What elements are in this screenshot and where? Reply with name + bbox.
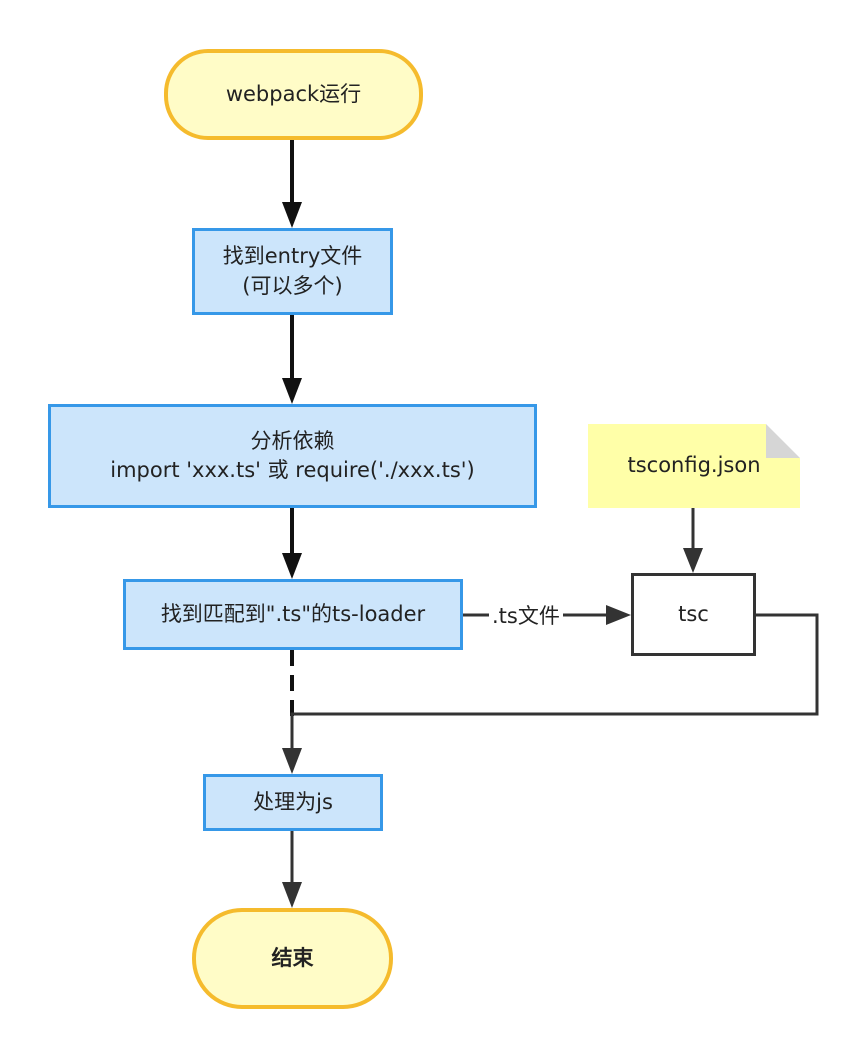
end-label: 结束: [271, 945, 314, 970]
arrowhead-tsconfig-to-tsc: [683, 548, 703, 573]
tsconfig-note: tsconfig.json: [588, 424, 800, 508]
ts-files-edge-label: .ts文件: [489, 604, 563, 629]
analyze-deps-line2: import 'xxx.ts' 或 require('./xxx.ts'): [110, 458, 475, 482]
analyze-deps-node: 分析依赖 import 'xxx.ts' 或 require('./xxx.ts…: [48, 404, 537, 508]
find-entry-node: 找到entry文件 (可以多个): [192, 228, 393, 315]
note-fold-corner: [766, 424, 800, 458]
tsconfig-label: tsconfig.json: [627, 453, 761, 478]
start-node: webpack运行: [164, 49, 423, 140]
route-tsc-to-js: [290, 613, 819, 758]
find-entry-line2: (可以多个): [242, 273, 343, 298]
tsc-label: tsc: [678, 601, 709, 626]
to-js-node: 处理为js: [203, 774, 383, 831]
match-loader-node: 找到匹配到".ts"的ts-loader: [123, 579, 463, 650]
arrowhead-entry-to-analyze: [282, 378, 302, 404]
match-loader-label: 找到匹配到".ts"的ts-loader: [160, 601, 426, 626]
tsc-node: tsc: [631, 573, 756, 656]
arrowhead-start-to-entry: [282, 202, 302, 228]
end-node: 结束: [192, 908, 393, 1009]
start-label: webpack运行: [225, 81, 362, 106]
analyze-deps-line1: 分析依赖: [250, 428, 335, 453]
find-entry-line1: 找到entry文件: [222, 244, 363, 269]
arrowhead-loader-to-tsc: [606, 605, 631, 625]
arrowhead-analyze-to-loader: [282, 553, 302, 579]
arrowhead-js-to-end: [282, 882, 302, 908]
to-js-label: 处理为js: [253, 789, 333, 814]
arrowhead-tsc-to-js: [282, 748, 302, 774]
